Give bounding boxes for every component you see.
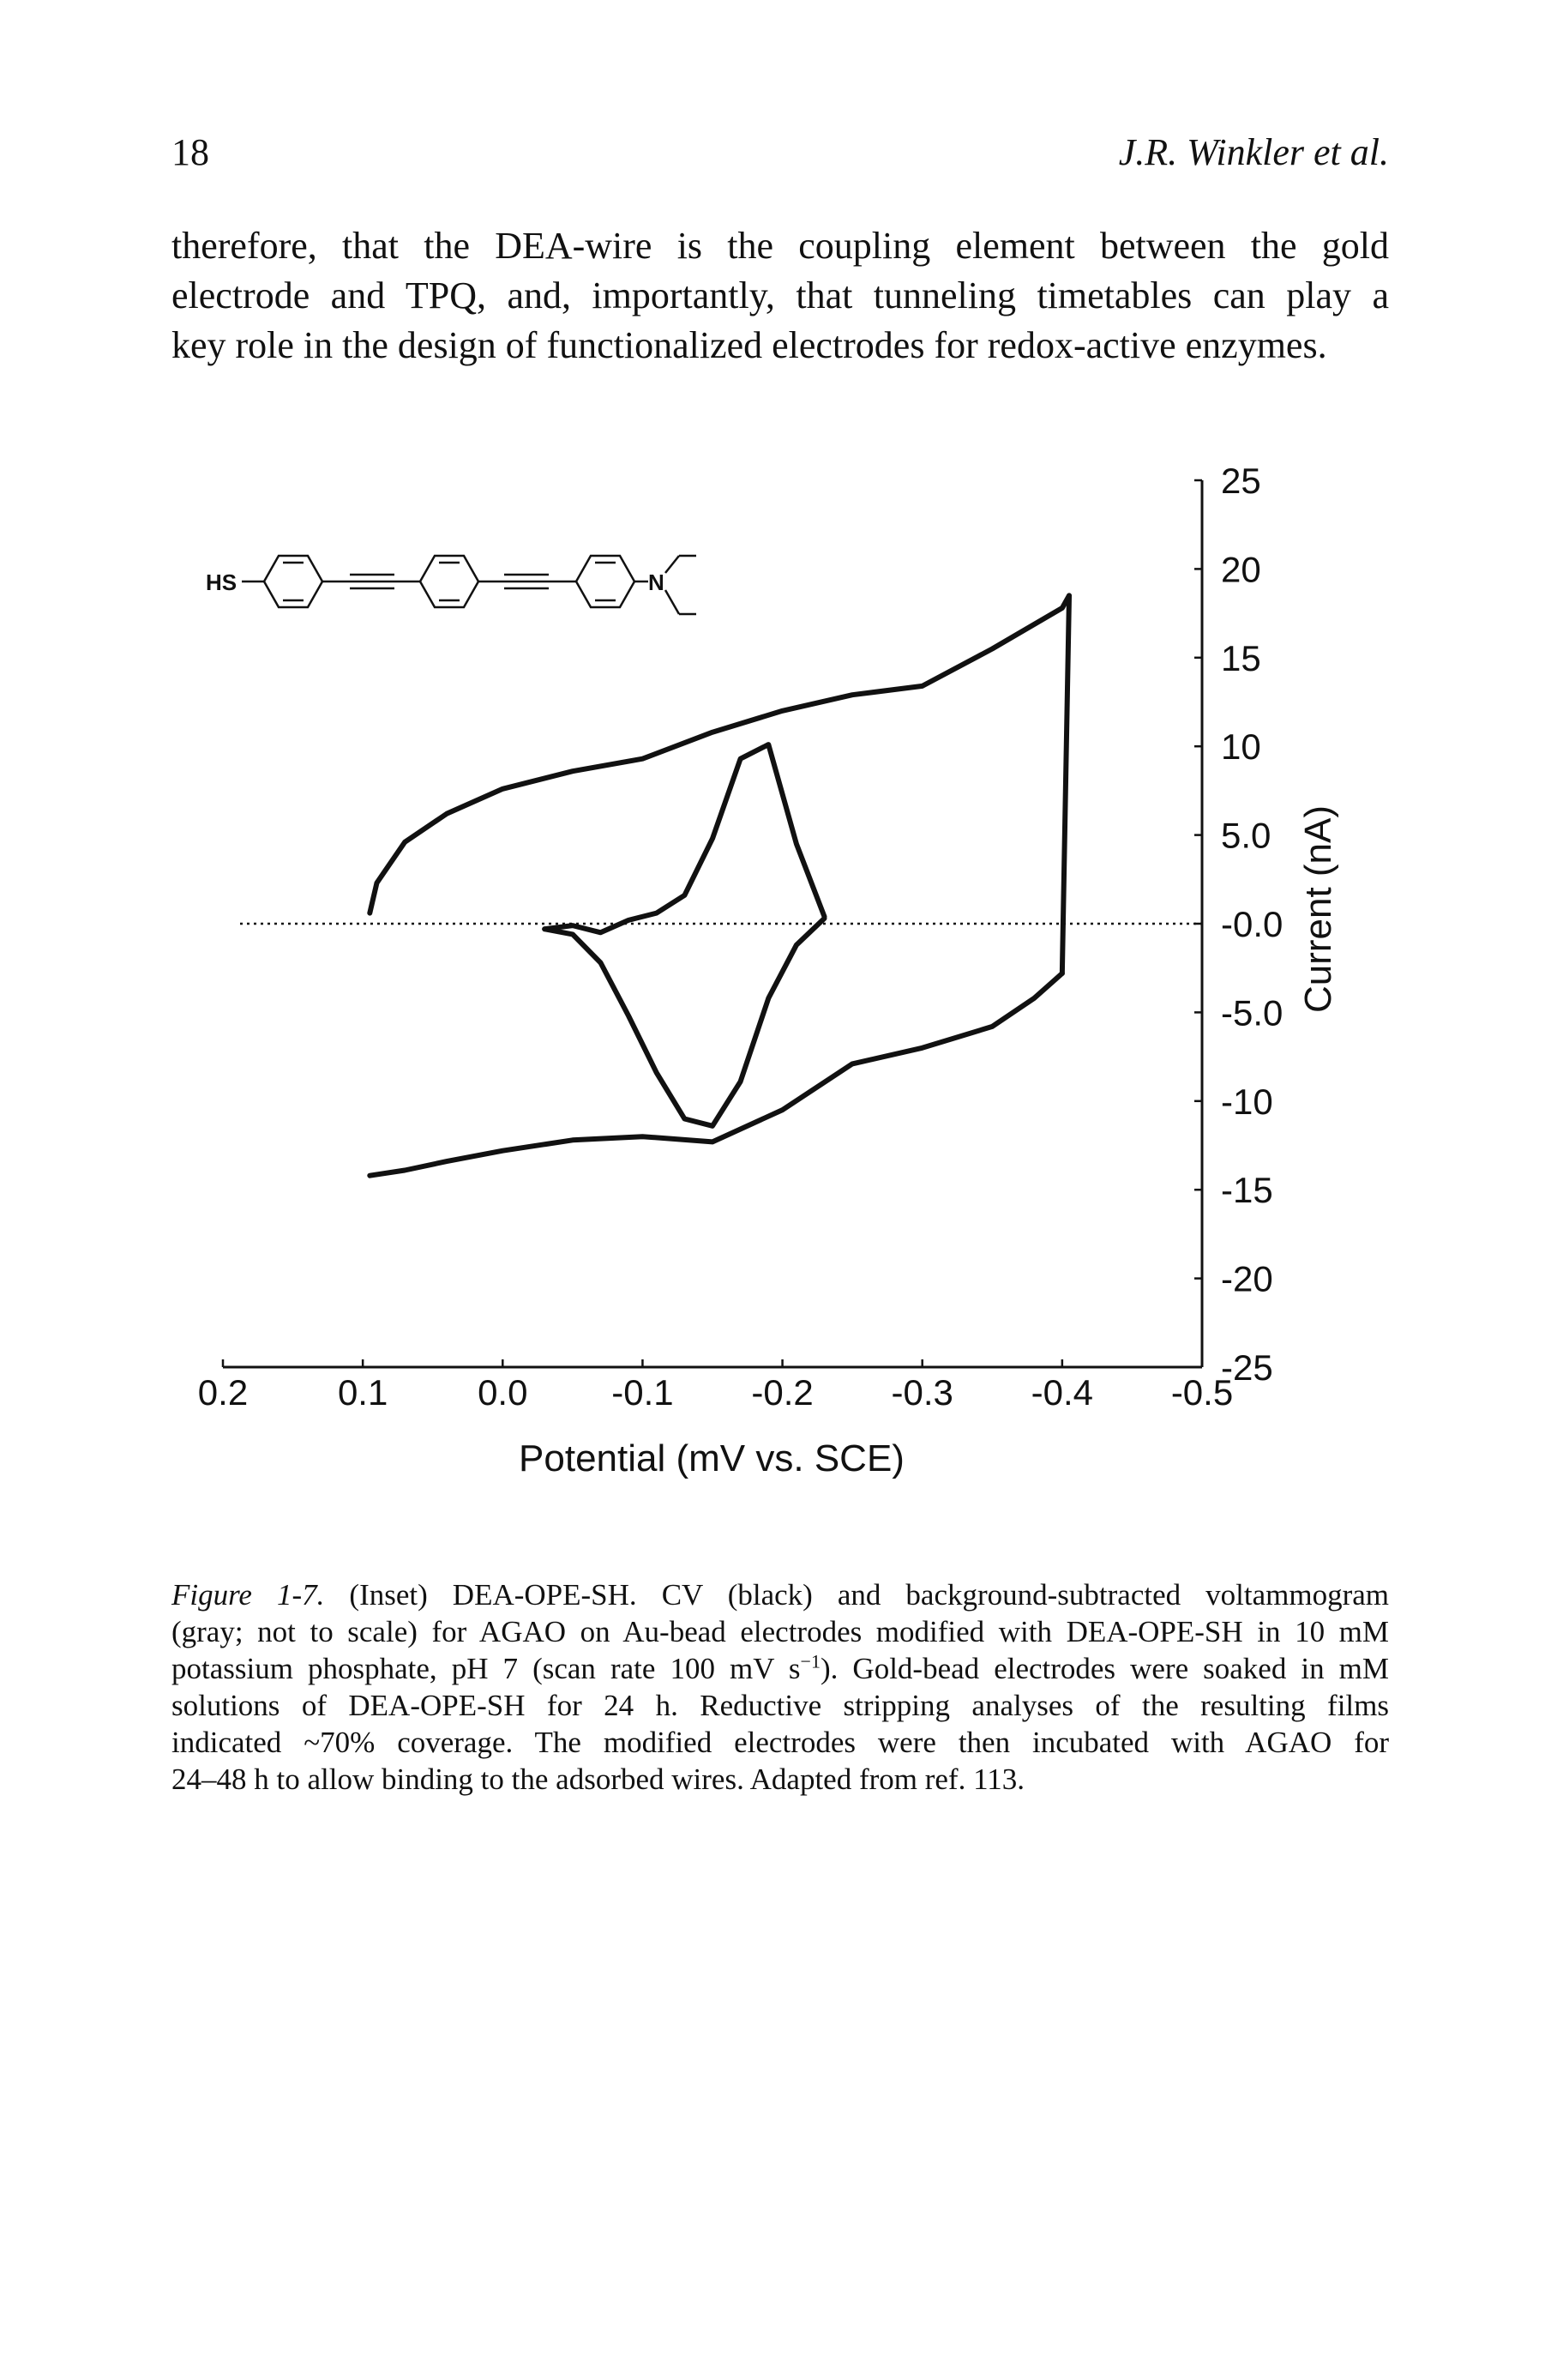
- x-tick-label: -0.5: [1171, 1372, 1233, 1413]
- y-tick-label: -15: [1221, 1170, 1273, 1210]
- caption-line: solutions of DEA-OPE-SH for 24 h. Reduct…: [171, 1689, 1389, 1722]
- y-axis-title: Current (nA): [1297, 805, 1339, 1013]
- x-tick-label: 0.2: [198, 1372, 248, 1413]
- caption-text: potassium phosphate, pH 7 (scan rate 100…: [171, 1652, 801, 1685]
- figure-caption: Figure 1-7. (Inset) DEA-OPE-SH. CV (blac…: [171, 1576, 1389, 1798]
- y-tick-label: 10: [1221, 726, 1261, 767]
- x-tick-label: 0.1: [338, 1372, 388, 1413]
- y-tick-label: -5.0: [1221, 992, 1283, 1033]
- x-tick-label: -0.1: [611, 1372, 673, 1413]
- body-line: therefore, that the DEA-wire is the coup…: [171, 225, 1389, 267]
- caption-label: Figure 1-7.: [171, 1578, 325, 1612]
- y-axis: 25 20 15 10 5.0 -0.0 -5.0 -10 -15 -20 -25: [1194, 461, 1283, 1388]
- x-tick-label: -0.3: [892, 1372, 953, 1413]
- series-bs-anodic: [542, 742, 827, 936]
- inset-label-hs: HS: [206, 569, 237, 595]
- y-tick-label: -25: [1221, 1347, 1273, 1388]
- caption-text: ). Gold-bead electrodes were soaked in m…: [820, 1652, 1389, 1685]
- y-tick-label: -0.0: [1221, 904, 1283, 944]
- inset-label-n: N: [648, 569, 664, 595]
- body-line: key role in the design of functionalized…: [171, 324, 1327, 366]
- caption-line: potassium phosphate, pH 7 (scan rate 100…: [171, 1650, 1389, 1687]
- y-tick-label: -10: [1221, 1082, 1273, 1122]
- caption-line: Figure 1-7. (Inset) DEA-OPE-SH. CV (blac…: [171, 1576, 1389, 1613]
- inset-molecule: HS N: [206, 554, 696, 616]
- data-series: [367, 593, 1073, 1178]
- caption-text: (Inset) DEA-OPE-SH. CV (black) and backg…: [324, 1578, 1389, 1612]
- body-paragraph: therefore, that the DEA-wire is the coup…: [171, 221, 1389, 371]
- y-tick-label: 15: [1221, 638, 1261, 678]
- x-tick-label: 0.0: [478, 1372, 527, 1413]
- x-axis-title: Potential (mV vs. SCE): [519, 1437, 905, 1479]
- y-tick-label: 20: [1221, 549, 1261, 589]
- caption-line: indicated ~70% coverage. The modified el…: [171, 1726, 1389, 1759]
- x-axis-ticks: 0.2 0.1 0.0 -0.1 -0.2 -0.3 -0.4 -0.5: [198, 1359, 1233, 1413]
- cv-figure: HS N 0.2 0.1 0.0 -0.1 -0.2 -0.3 -0.4 -0.5 25: [198, 461, 1339, 1479]
- series-bs-cathodic: [542, 915, 827, 1129]
- running-head: J.R. Winkler et al.: [1118, 131, 1389, 173]
- x-tick-label: -0.2: [751, 1372, 813, 1413]
- page-number: 18: [171, 131, 209, 173]
- x-tick-label: -0.4: [1031, 1372, 1093, 1413]
- y-tick-label: 5.0: [1221, 816, 1271, 856]
- caption-line: (gray; not to scale) for AGAO on Au-bead…: [171, 1615, 1389, 1648]
- body-line: electrode and TPQ, and, importantly, tha…: [171, 274, 1389, 316]
- x-axis: 0.2 0.1 0.0 -0.1 -0.2 -0.3 -0.4 -0.5: [198, 1359, 1233, 1413]
- page-header: 18 J.R. Winkler et al.: [171, 130, 1389, 182]
- y-tick-label: 25: [1221, 461, 1261, 501]
- series-cv-forward: [367, 970, 1065, 1178]
- y-tick-label: -20: [1221, 1259, 1273, 1299]
- caption-line: 24–48 h to allow binding to the adsorbed…: [171, 1762, 1025, 1796]
- series-cv-reverse: [367, 593, 1072, 916]
- y-axis-ticks: 25 20 15 10 5.0 -0.0 -5.0 -10 -15 -20 -25: [1194, 461, 1283, 1388]
- series-turning-segment: [1059, 593, 1073, 976]
- caption-superscript: −1: [800, 1650, 821, 1672]
